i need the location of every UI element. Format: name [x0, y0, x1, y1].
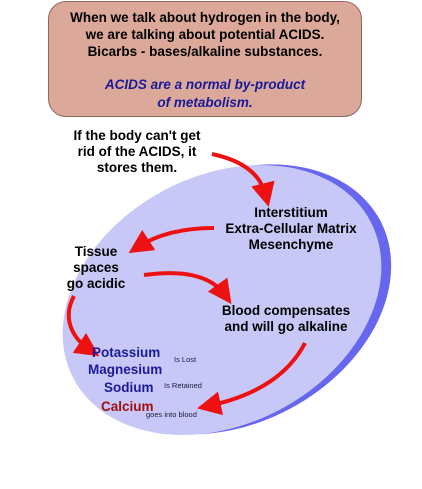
callout-line-2: we are talking about potential ACIDS. — [85, 27, 325, 42]
tissue-line-3: go acidic — [66, 276, 126, 291]
storage-line-1: If the body can't get — [73, 128, 201, 143]
arrow-tissue-to-blood — [143, 271, 232, 305]
arrow-storage-to-interstitium — [211, 152, 275, 207]
blood-line-2: and will go alkaline — [224, 319, 348, 334]
storage-line-2: rid of the ACIDS, it — [77, 144, 197, 159]
arrow-blood-to-calcium — [197, 342, 307, 416]
blood-text: Blood compensates and will go alkaline — [206, 303, 366, 335]
potassium-note: Is Lost — [174, 355, 197, 364]
storage-line-3: stores them. — [96, 160, 178, 175]
callout-accent-2: of metabolism. — [157, 95, 253, 110]
tissue-text: Tissue spaces go acidic — [60, 244, 132, 292]
tissue-line-2: spaces — [73, 260, 119, 275]
interstitium-line-2: Extra-Cellular Matrix — [225, 221, 357, 236]
calcium-label: Calcium — [101, 399, 154, 414]
sodium-note: Is Retained — [164, 381, 202, 390]
callout-box: When we talk about hydrogen in the body,… — [48, 1, 362, 117]
callout-line-1: When we talk about hydrogen in the body, — [70, 10, 340, 25]
blood-line-1: Blood compensates — [221, 303, 351, 318]
callout-line-3: Bicarbs - bases/alkaline substances. — [87, 44, 323, 59]
calcium-note: goes into blood — [146, 410, 197, 419]
interstitium-line-1: Interstitium — [254, 205, 328, 220]
potassium-label: Potassium — [92, 345, 161, 360]
arrow-tissue-to-minerals — [66, 295, 100, 357]
tissue-line-1: Tissue — [74, 244, 118, 259]
sodium-label: Sodium — [104, 380, 154, 395]
interstitium-text: Interstitium Extra-Cellular Matrix Mesen… — [214, 205, 368, 253]
magnesium-label: Magnesium — [88, 362, 163, 377]
storage-text: If the body can't get rid of the ACIDS, … — [56, 128, 218, 176]
callout-accent-1: ACIDS are a normal by-product — [104, 77, 306, 92]
arrow-interstitium-to-tissue — [128, 226, 215, 254]
interstitium-line-3: Mesenchyme — [248, 237, 334, 252]
